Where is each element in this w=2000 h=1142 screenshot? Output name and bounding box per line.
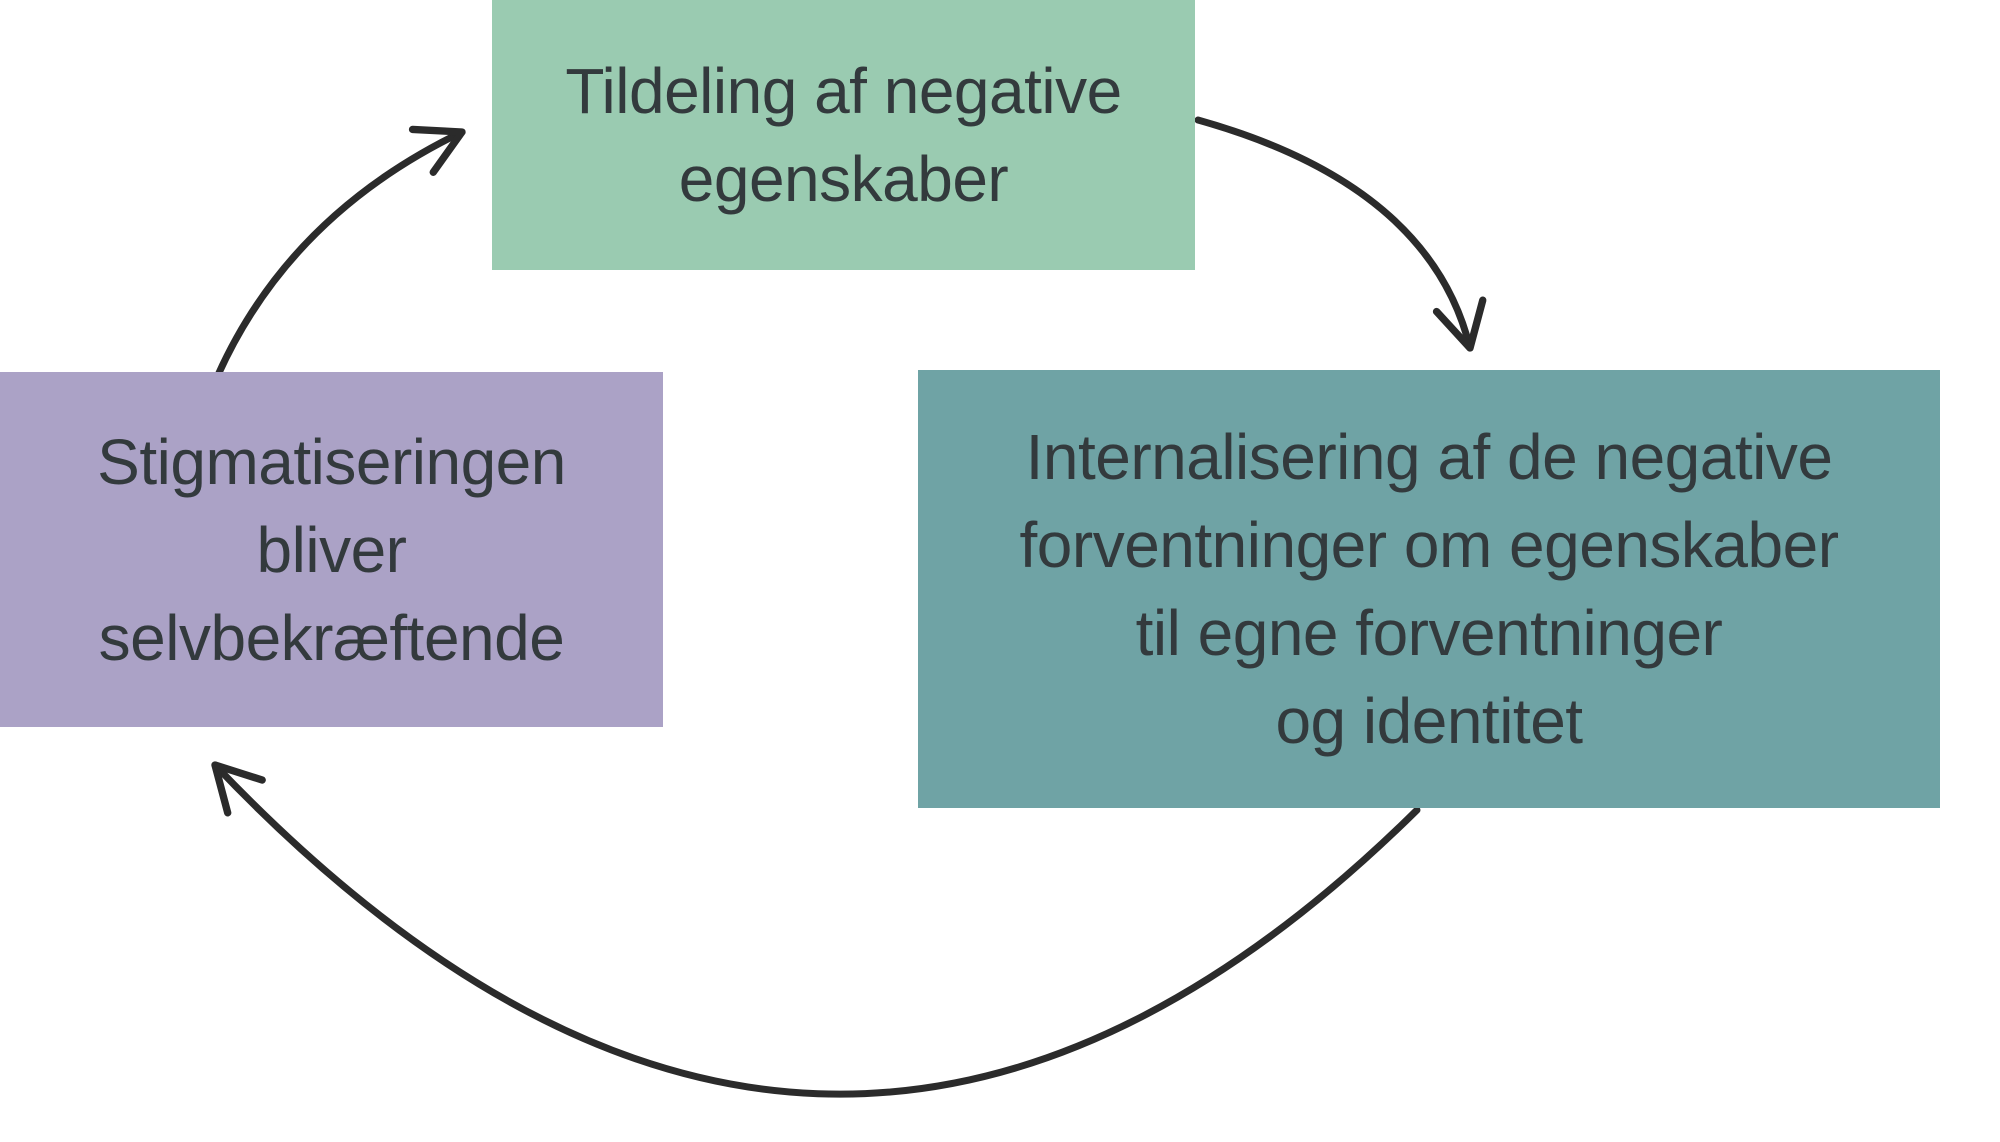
node-text-line: Internalisering af de negative xyxy=(1025,421,1833,493)
arrow-top-to-right xyxy=(1194,116,1487,352)
node-text-line: selvbekræftende xyxy=(98,601,565,674)
node-text-line: Stigmatiseringen xyxy=(97,425,566,498)
node-text-line: bliver xyxy=(256,513,407,586)
node-text-line: forventninger om egenskaber xyxy=(1019,509,1840,581)
arrow-right-to-left xyxy=(211,761,1421,1098)
node-stigmatisering: Stigmatiseringen bliver selvbekræftende xyxy=(0,372,663,727)
node-internalisering: Internalisering af de negative forventni… xyxy=(918,370,1940,808)
arrow-left-to-top xyxy=(214,125,466,379)
node-text-line: egenskaber xyxy=(678,143,1009,215)
node-tildeling: Tildeling af negative egenskaber xyxy=(492,0,1195,270)
node-text-line: og identitet xyxy=(1275,685,1583,757)
node-text-line: til egne forventninger xyxy=(1135,597,1723,669)
node-text-line: Tildeling af negative xyxy=(565,55,1122,127)
